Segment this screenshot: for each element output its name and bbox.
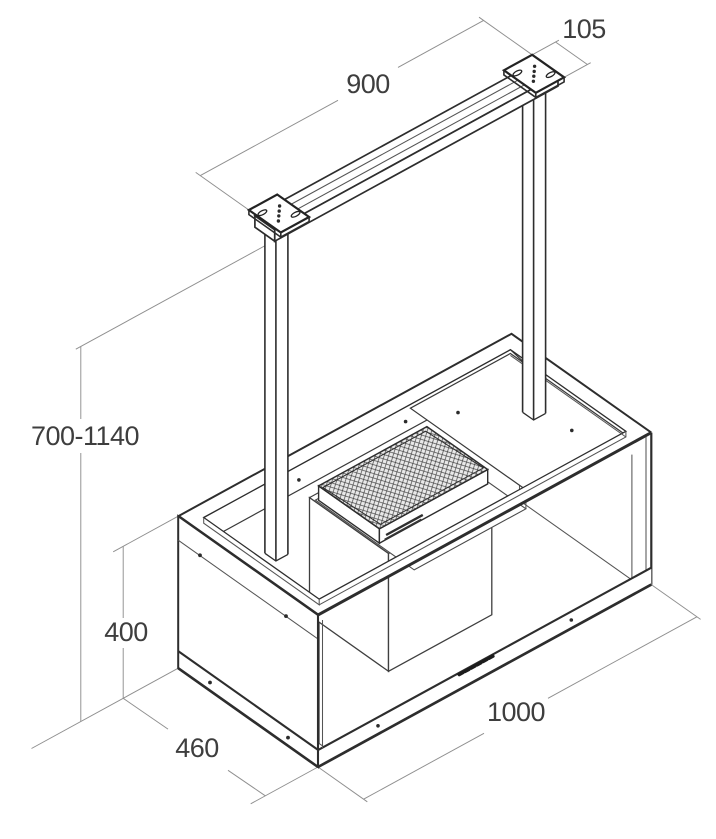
plate-hole	[532, 69, 536, 74]
plate-hole	[532, 74, 536, 78]
plate-hole	[277, 214, 281, 218]
dim-body-length-lines	[317, 584, 701, 803]
plate-hole	[277, 204, 282, 208]
dim-body-height-label: 400	[104, 617, 148, 647]
dim-rail-length-label: 900	[346, 69, 390, 99]
hood-shell	[177, 432, 653, 769]
support-post-right	[521, 77, 547, 421]
dimension-lines	[31, 16, 701, 805]
plate-slot	[512, 69, 523, 77]
right-end-wall	[645, 432, 653, 585]
screw-dot	[403, 419, 408, 424]
screw-dot	[297, 478, 301, 482]
dim-height-range-lines	[31, 236, 282, 749]
rail-front-face	[273, 73, 559, 243]
mounting-plate-left	[246, 193, 312, 239]
dim-plate-depth-label: 105	[562, 14, 606, 44]
plate-slot	[545, 71, 556, 79]
screw-dot	[456, 410, 460, 415]
front-bottom-band	[317, 566, 652, 769]
mesh-filter-surface	[317, 425, 490, 530]
support-posts	[264, 77, 547, 562]
dim-body-height-lines	[112, 515, 179, 699]
screw-dot	[570, 428, 574, 433]
plate-hole	[277, 209, 281, 213]
plate-hole	[276, 219, 281, 223]
plate-slot	[290, 210, 301, 218]
plate-hole	[532, 64, 537, 69]
dim-height-range-label: 700-1140	[31, 421, 139, 451]
ceiling-mount-rail	[246, 53, 567, 243]
plate-slot	[257, 209, 268, 217]
screw-dot	[376, 724, 380, 728]
dim-rail-length-lines	[195, 16, 533, 211]
plate-hole	[531, 79, 536, 84]
support-post-left	[264, 218, 289, 562]
control-panel-buttons	[457, 654, 495, 677]
grease-filter-box	[317, 425, 490, 545]
rail-top-face	[253, 59, 560, 231]
dim-body-depth-lines	[122, 697, 319, 805]
dim-plate-depth-lines	[531, 39, 591, 78]
dim-body-depth-label: 460	[175, 733, 219, 763]
mounting-plate-right	[501, 53, 567, 99]
screw-dot	[569, 618, 574, 622]
dim-body-length-label: 1000	[487, 697, 545, 727]
dimension-labels: 105 900 700-1140 400 460 1000	[31, 14, 606, 763]
filter-handle	[385, 513, 424, 537]
